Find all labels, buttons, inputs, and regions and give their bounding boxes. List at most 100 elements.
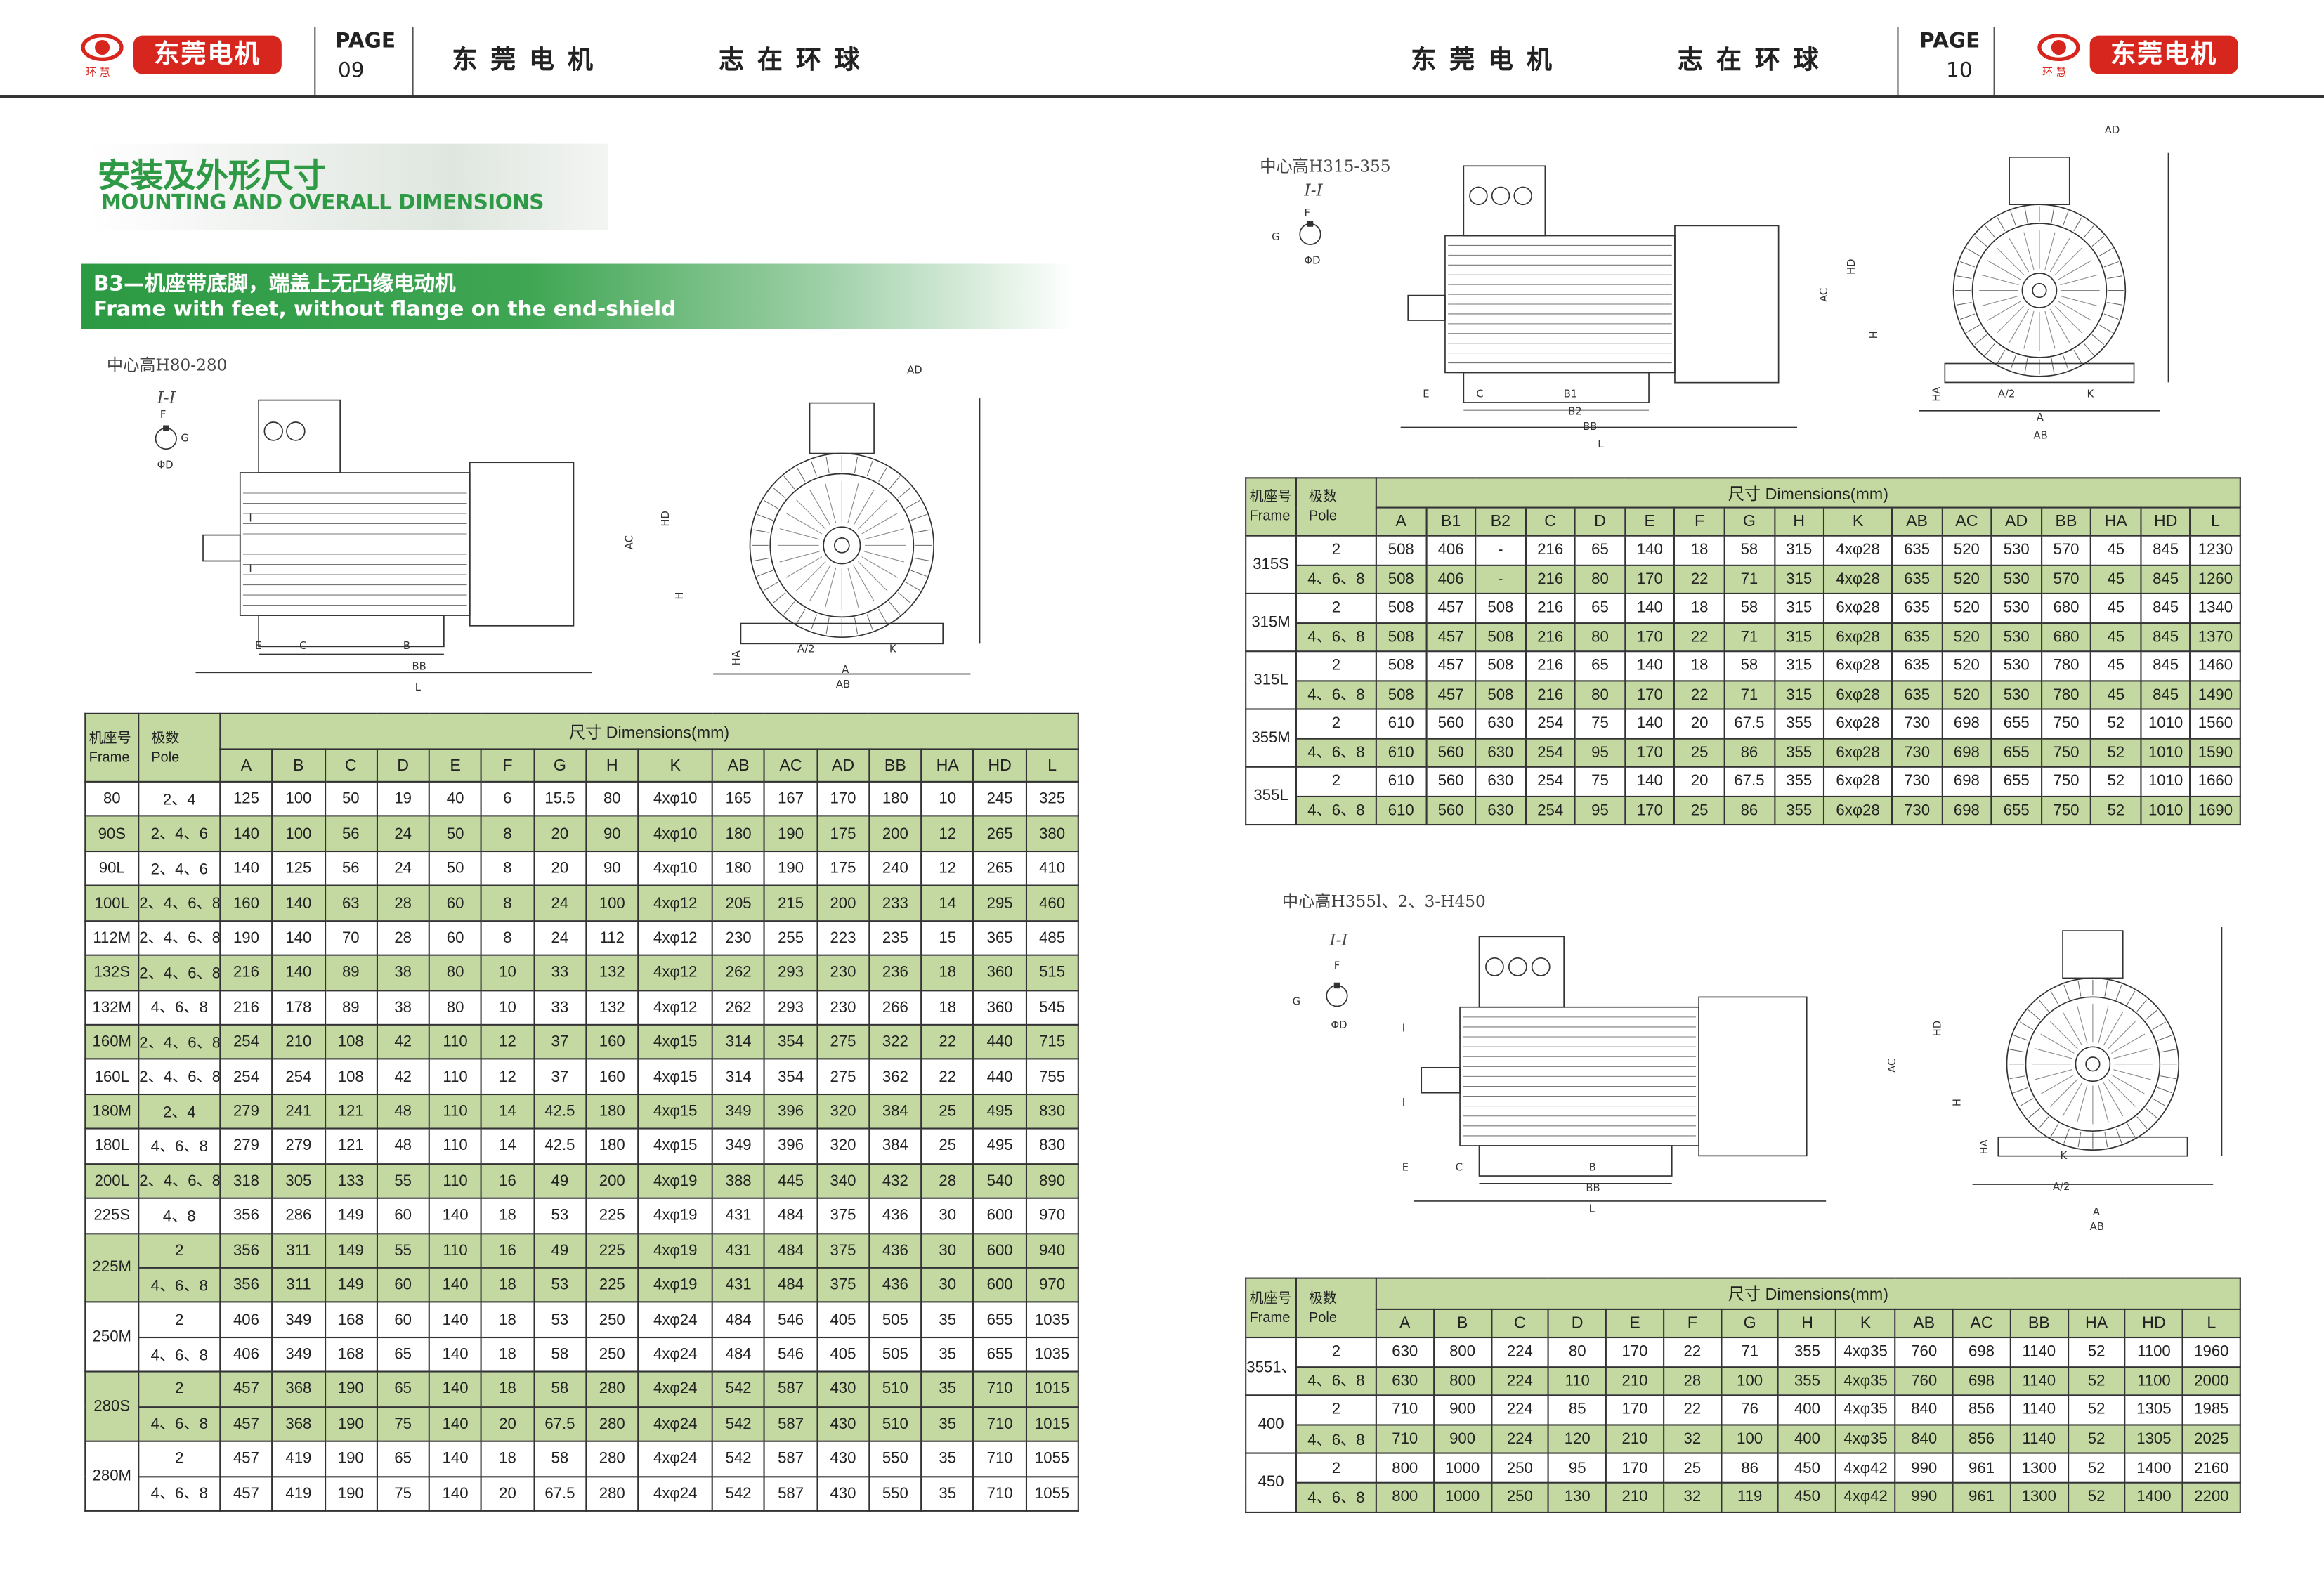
value-cell: 900 (1432, 1423, 1492, 1455)
value-cell: 190 (764, 816, 818, 852)
value-cell: 542 (711, 1370, 766, 1408)
value-cell: 4xφ19 (637, 1232, 714, 1269)
frame-cell: 355M (1245, 708, 1297, 768)
column-header-ab: AB (711, 748, 766, 783)
value-cell: 457 (1425, 592, 1477, 624)
value-cell: 845 (2140, 535, 2192, 565)
value-cell: 4xφ24 (637, 1406, 714, 1442)
cooling-fin (905, 582, 920, 591)
dimension-label: K (2087, 388, 2094, 400)
value-cell: 1010 (2140, 794, 2192, 826)
shaft (202, 534, 241, 562)
value-cell: 100 (1720, 1366, 1780, 1396)
cooling-fin (866, 614, 873, 631)
value-cell: 95 (1548, 1453, 1607, 1484)
cooling-fin (889, 476, 901, 490)
value-cell: 132 (585, 954, 639, 991)
value-cell: 484 (711, 1336, 766, 1373)
value-cell: 33 (533, 989, 587, 1026)
pole-cell: 4、6、8 (1295, 1366, 1377, 1396)
fan-blade (1987, 301, 2021, 321)
value-cell: 630 (1475, 766, 1527, 797)
pole-cell: 2、4、6 (138, 816, 221, 852)
value-cell: 432 (868, 1163, 922, 1200)
value-cell: 60 (428, 920, 483, 957)
value-cell: 95 (1574, 737, 1626, 768)
cooling-fin (1974, 334, 1987, 345)
value-cell: 508 (1375, 535, 1427, 565)
cooling-fin (810, 460, 818, 477)
cooling-fin (1960, 313, 1976, 320)
value-cell: 225 (585, 1267, 639, 1304)
shaft-end (834, 537, 850, 554)
cooling-fin (2157, 1087, 2172, 1094)
value-cell: 70 (324, 920, 378, 957)
fan-blade (2111, 1033, 2146, 1054)
value-cell: 1305 (2124, 1423, 2183, 1455)
cable-gland (1485, 957, 1504, 976)
value-cell: 6xφ28 (1823, 708, 1893, 739)
value-cell: 45 (2090, 650, 2142, 681)
value-cell: 42 (376, 1059, 430, 1095)
fan-blade (2009, 238, 2030, 273)
value-cell: 315 (1773, 592, 1825, 624)
value-cell: 436 (868, 1267, 922, 1304)
value-cell: 655 (1990, 766, 2042, 797)
value-cell: 780 (2040, 679, 2092, 710)
fan-blade (1981, 274, 2019, 286)
value-cell: 170 (1605, 1394, 1664, 1426)
value-cell: 840 (1894, 1423, 1954, 1455)
value-cell: 1590 (2189, 737, 2241, 768)
cooling-fin (2107, 275, 2123, 280)
value-cell: 14 (481, 1093, 535, 1130)
value-cell: 587 (764, 1440, 818, 1477)
value-cell: 65 (376, 1370, 430, 1408)
value-cell: 224 (1490, 1336, 1550, 1368)
fan-blade (809, 489, 831, 526)
pole-cell: 2、4、6、8 (138, 885, 221, 922)
value-cell: 80 (1574, 679, 1626, 710)
value-cell: 384 (868, 1093, 922, 1130)
value-cell: 180 (585, 1128, 639, 1165)
value-cell: 100 (585, 885, 639, 922)
column-header-f: F (1673, 506, 1725, 537)
value-cell: 52 (2067, 1453, 2127, 1484)
cooling-fin (2152, 1098, 2167, 1107)
value-cell: 406 (1425, 535, 1477, 565)
value-cell: 28 (1662, 1366, 1722, 1396)
value-cell: 530 (1990, 592, 2042, 624)
value-cell: 730 (1891, 737, 1943, 768)
value-cell: 970 (1025, 1197, 1079, 1234)
shaft (1421, 1066, 1461, 1094)
value-cell: 355 (1773, 794, 1825, 826)
value-cell: 236 (868, 954, 922, 991)
cooling-fin (772, 592, 786, 604)
pole-cell: 2、4、6 (138, 850, 221, 887)
dimension-label: AB (2089, 1221, 2104, 1234)
value-cell: 315 (1773, 650, 1825, 681)
value-cell: 315 (1773, 679, 1825, 710)
value-cell: 406 (1425, 563, 1477, 594)
value-cell: 1370 (2189, 622, 2241, 653)
value-cell: 140 (1624, 708, 1676, 739)
value-cell: 2000 (2181, 1366, 2241, 1396)
value-cell: 230 (816, 954, 870, 991)
cooling-fin (2073, 217, 2082, 231)
value-cell: 112 (585, 920, 639, 957)
dimension-label: G (1272, 231, 1280, 243)
value-cell: 38 (376, 954, 430, 991)
fan-blade (2108, 1021, 2136, 1049)
value-cell: 1560 (2189, 708, 2241, 739)
value-cell: 75 (376, 1406, 430, 1442)
value-cell: 445 (764, 1163, 818, 1200)
value-cell: 250 (1490, 1481, 1550, 1513)
value-cell: 570 (2040, 535, 2092, 565)
value-cell: 22 (920, 1059, 975, 1095)
fan-blade (2058, 260, 2092, 280)
value-cell: 305 (271, 1163, 326, 1200)
dimension-label: E (1402, 1162, 1409, 1174)
value-cell: 250 (585, 1302, 639, 1338)
cooling-fin (898, 592, 911, 604)
value-cell: 430 (816, 1475, 870, 1512)
